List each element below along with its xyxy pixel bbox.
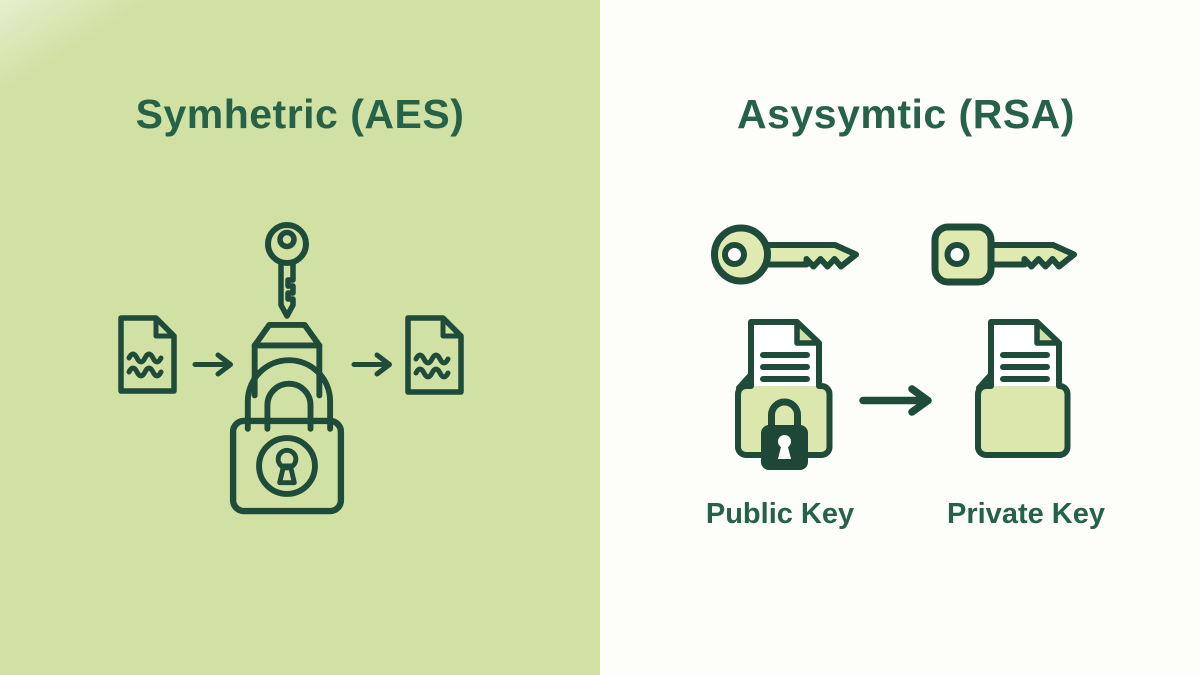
arrow-right-icon <box>192 349 237 380</box>
padlock-icon <box>227 319 347 515</box>
arrow-right-icon <box>859 384 942 417</box>
symmetric-title: Symhetric (AES) <box>135 91 465 137</box>
asymmetric-title: Asysymtic (RSA) <box>737 91 1075 137</box>
key-icon <box>256 221 318 323</box>
private-key-label: Private Key <box>947 498 1105 530</box>
symmetric-panel: Symhetric (AES) <box>0 0 600 675</box>
unlocked-document-box-icon <box>975 318 1071 458</box>
round-key-icon <box>710 218 863 291</box>
locked-document-box-icon <box>735 318 834 472</box>
ciphertext-document-icon <box>401 313 468 397</box>
asymmetric-panel: Asysymtic (RSA) <box>600 0 1200 675</box>
public-key-label: Public Key <box>705 498 855 530</box>
square-key-icon <box>928 218 1081 291</box>
arrow-right-icon <box>351 349 396 380</box>
plaintext-document-icon <box>114 313 181 396</box>
